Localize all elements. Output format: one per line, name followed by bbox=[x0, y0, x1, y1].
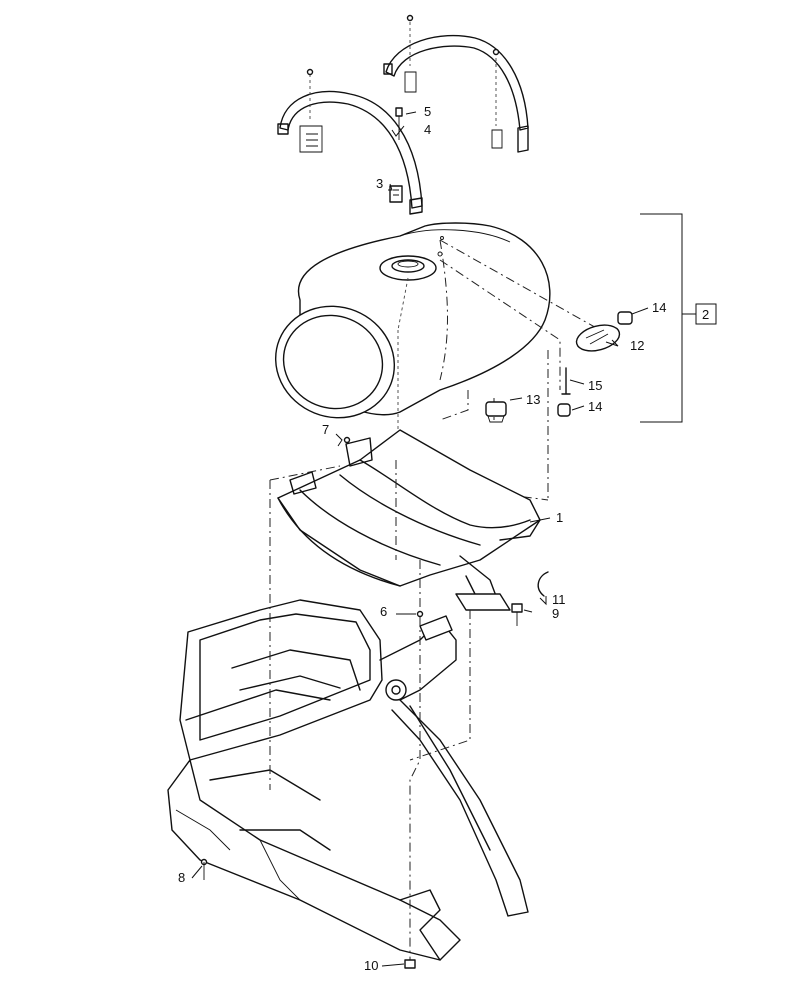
callout-7: 7 bbox=[322, 422, 329, 437]
mount-bolt bbox=[511, 603, 523, 626]
vehicle-frame bbox=[167, 599, 529, 961]
guide-line bbox=[439, 390, 469, 421]
guide-line bbox=[439, 259, 561, 390]
callout-14-upper: 14 bbox=[652, 300, 666, 315]
callout-13: 13 bbox=[526, 392, 540, 407]
callout-6: 6 bbox=[380, 604, 387, 619]
guide-line bbox=[269, 465, 341, 481]
callout-11: 11 bbox=[552, 592, 566, 607]
callout-15: 15 bbox=[588, 378, 602, 393]
callout-8: 8 bbox=[178, 870, 185, 885]
strap-bolt bbox=[395, 107, 403, 140]
front-tank-strap bbox=[277, 68, 423, 215]
callout-9: 9 bbox=[552, 606, 559, 621]
leader-lines bbox=[191, 111, 649, 967]
callout-5: 5 bbox=[424, 104, 431, 119]
callout-10: 10 bbox=[364, 958, 378, 973]
callout-12: 12 bbox=[630, 338, 644, 353]
callout-14-lower: 14 bbox=[588, 399, 602, 414]
guide-line bbox=[439, 239, 601, 331]
callout-1: 1 bbox=[556, 510, 563, 525]
nut-10 bbox=[404, 959, 416, 969]
grommet-top bbox=[617, 311, 633, 325]
guide-line bbox=[409, 610, 471, 761]
washer-6 bbox=[416, 610, 424, 618]
strap-bracket bbox=[389, 185, 403, 203]
rear-tank-strap bbox=[383, 14, 529, 153]
callout-4: 4 bbox=[424, 122, 431, 137]
callout-2: 2 bbox=[702, 307, 709, 322]
washer-7 bbox=[343, 436, 351, 444]
fill-cap bbox=[575, 324, 621, 352]
tank bbox=[274, 222, 551, 470]
tank-saddle bbox=[277, 429, 541, 611]
valve-fitting bbox=[485, 401, 507, 423]
kit-bracket bbox=[640, 213, 717, 423]
grommet-bottom bbox=[557, 403, 571, 417]
hose-clip bbox=[537, 571, 549, 597]
guide-line bbox=[409, 560, 421, 966]
dipstick-fitting bbox=[561, 367, 571, 395]
callout-3: 3 bbox=[376, 176, 383, 191]
